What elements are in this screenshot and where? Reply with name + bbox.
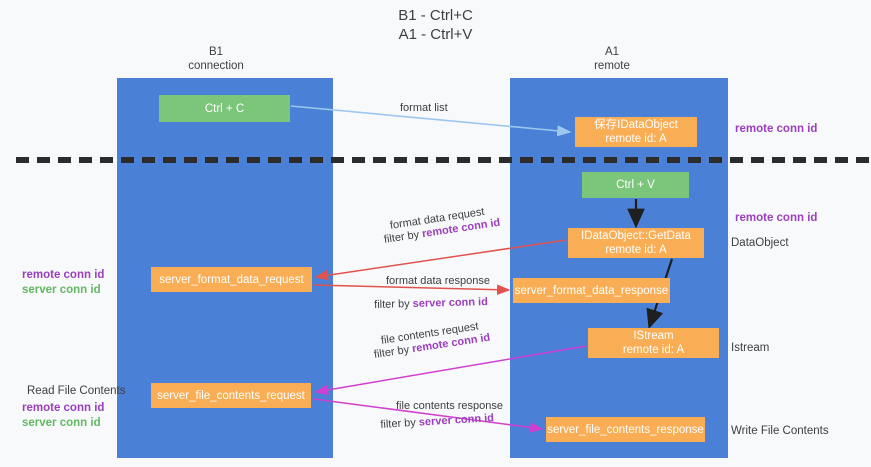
annotation-right-dataobject: DataObject — [731, 236, 789, 251]
edge-label-format-data-response-filter: filter by server conn id — [374, 295, 488, 313]
annotation-right-dataobject-text: DataObject — [731, 237, 789, 249]
node-ctrl-c[interactable]: Ctrl + C — [159, 95, 290, 122]
node-server-file-contents-request-label: server_file_contents_request — [157, 389, 305, 402]
node-server-file-contents-response[interactable]: server_file_contents_response — [546, 417, 705, 442]
edge-label-filter-by-3: filter by — [373, 343, 414, 361]
edge-label-file-contents-response: file contents response — [396, 399, 503, 414]
node-istream[interactable]: IStream remote id: A — [588, 328, 719, 358]
annotation-left-remote-conn-id: remote conn id — [22, 269, 105, 281]
node-server-format-data-request-label: server_format_data_request — [159, 273, 304, 286]
annotation-right-remote-conn-id-1-text: remote conn id — [735, 123, 818, 135]
annotation-left-remote-conn-id-2: remote conn id — [22, 402, 105, 414]
page-title: B1 - Ctrl+C A1 - Ctrl+V — [0, 6, 871, 44]
annotation-left-server-conn-id-2: server conn id — [22, 417, 101, 429]
edge-label-file-contents-response-text: file contents response — [396, 400, 504, 412]
column-header-b1: B1 connection — [116, 45, 316, 73]
column-header-a1-name: A1 — [604, 46, 620, 58]
annotation-left-conn-ids-top: remote conn id server conn id — [22, 268, 104, 298]
edge-label-filter-by-1: filter by — [383, 228, 424, 246]
node-idataobject[interactable]: 保存IDataObject remote id: A — [575, 117, 697, 147]
annotation-left-read-file-contents-text: Read File Contents — [27, 385, 126, 397]
annotation-right-istream-text: Istream — [731, 342, 770, 354]
column-header-a1: A1 remote — [512, 45, 712, 73]
node-idataobject-title: 保存IDataObject — [594, 119, 678, 131]
title-line-2: A1 - Ctrl+V — [398, 26, 473, 43]
edge-label-format-data-response-text: format data response — [386, 275, 490, 287]
title-line-1: B1 - Ctrl+C — [398, 7, 473, 24]
node-getdata-title: IDataObject::GetData — [581, 230, 691, 242]
node-getdata-subtitle: remote id: A — [605, 244, 667, 256]
node-server-file-contents-response-label: server_file_contents_response — [547, 423, 704, 436]
node-istream-subtitle: remote id: A — [622, 344, 685, 356]
edge-label-format-data-response: format data response — [386, 274, 490, 289]
node-istream-title: IStream — [633, 330, 674, 342]
node-server-file-contents-request[interactable]: server_file_contents_request — [151, 383, 311, 408]
annotation-right-write-file-contents-text: Write File Contents — [731, 425, 829, 437]
node-server-format-data-request[interactable]: server_format_data_request — [151, 267, 312, 292]
edge-label-format-list: format list — [400, 101, 448, 116]
column-header-a1-role: remote — [594, 60, 630, 72]
phase-divider-dashed-line — [16, 157, 871, 163]
annotation-right-remote-conn-id-1: remote conn id — [735, 122, 817, 137]
column-header-b1-name: B1 — [208, 46, 224, 58]
node-ctrl-c-label: Ctrl + C — [204, 102, 245, 115]
edge-label-filter-by-4: filter by — [380, 416, 420, 431]
edge-label-file-contents-response-filter: filter by server conn id — [380, 411, 494, 433]
node-ctrl-v-label: Ctrl + V — [616, 179, 655, 191]
annotation-right-istream: Istream — [731, 341, 769, 356]
node-ctrl-v[interactable]: Ctrl + V — [582, 172, 689, 198]
annotation-right-remote-conn-id-2: remote conn id — [735, 211, 817, 226]
node-idataobject-getdata[interactable]: IDataObject::GetData remote id: A — [568, 228, 704, 258]
edge-label-server-conn-id-2: server conn id — [418, 412, 495, 429]
node-server-format-data-response[interactable]: server_format_data_response — [513, 278, 670, 303]
edge-label-format-list-text: format list — [400, 102, 448, 114]
annotation-left-read-file-contents: Read File Contents — [27, 384, 125, 399]
edge-label-filter-by-2: filter by — [374, 297, 413, 311]
edge-label-server-conn-id-1: server conn id — [412, 296, 489, 310]
annotation-right-remote-conn-id-2-text: remote conn id — [735, 212, 818, 224]
column-header-b1-role: connection — [188, 60, 244, 72]
annotation-left-conn-ids-bottom: remote conn id server conn id — [22, 401, 104, 431]
node-server-format-data-response-label: server_format_data_response — [514, 284, 669, 297]
annotation-left-server-conn-id: server conn id — [22, 284, 101, 296]
annotation-right-write-file-contents: Write File Contents — [731, 424, 829, 439]
node-idataobject-subtitle: remote id: A — [605, 133, 667, 145]
